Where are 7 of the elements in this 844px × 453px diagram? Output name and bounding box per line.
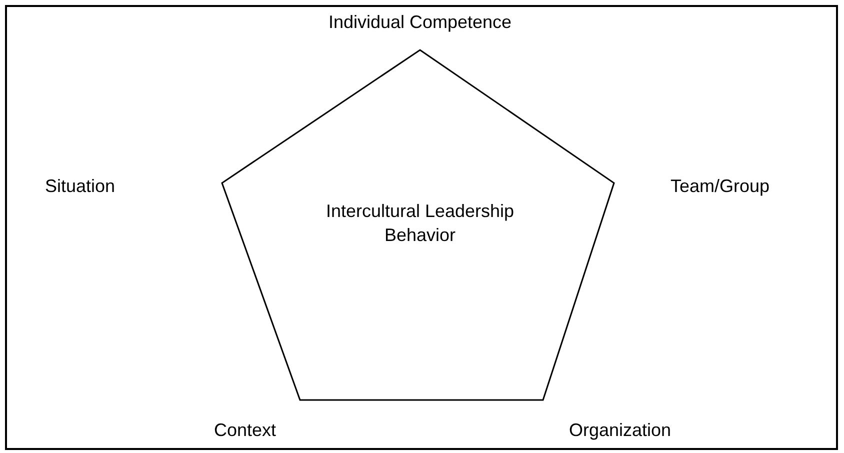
vertex-label: Individual Competence bbox=[328, 11, 512, 33]
center-label: Intercultural Leadership Behavior bbox=[326, 201, 514, 245]
vertex-label: Team/Group bbox=[670, 175, 770, 197]
pentagon bbox=[221, 49, 616, 402]
vertex-label: Organization bbox=[568, 419, 672, 441]
vertex-label: Context bbox=[214, 419, 276, 441]
vertex-label: Situation bbox=[44, 175, 116, 197]
